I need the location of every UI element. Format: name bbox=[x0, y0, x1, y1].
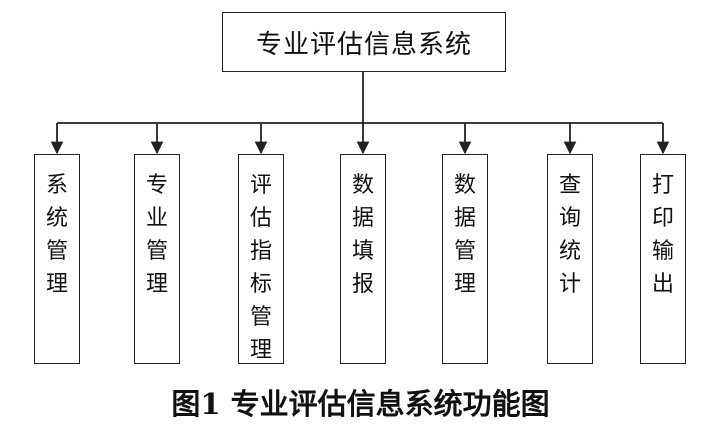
child-node-2: 专业管理 bbox=[134, 154, 180, 364]
child-node-1: 系统管理 bbox=[34, 154, 80, 364]
child-node-label: 数据管理 bbox=[453, 173, 476, 297]
figure-caption: 图1 专业评估信息系统功能图 bbox=[171, 387, 550, 421]
child-node-label: 打印输出 bbox=[651, 173, 674, 297]
child-node-3: 评估指标管理 bbox=[238, 154, 284, 364]
root-node-label: 专业评估信息系统 bbox=[255, 29, 472, 60]
child-node-label: 数据填报 bbox=[351, 173, 374, 297]
child-node-7: 打印输出 bbox=[640, 154, 686, 364]
root-node: 专业评估信息系统 bbox=[222, 12, 506, 72]
child-node-label: 系统管理 bbox=[45, 173, 68, 297]
child-node-label: 查询统计 bbox=[558, 173, 581, 297]
child-node-label: 评估指标管理 bbox=[249, 173, 272, 363]
child-node-4: 数据填报 bbox=[340, 154, 386, 364]
child-node-6: 查询统计 bbox=[547, 154, 593, 364]
child-node-label: 专业管理 bbox=[145, 173, 168, 297]
child-node-5: 数据管理 bbox=[442, 154, 488, 364]
